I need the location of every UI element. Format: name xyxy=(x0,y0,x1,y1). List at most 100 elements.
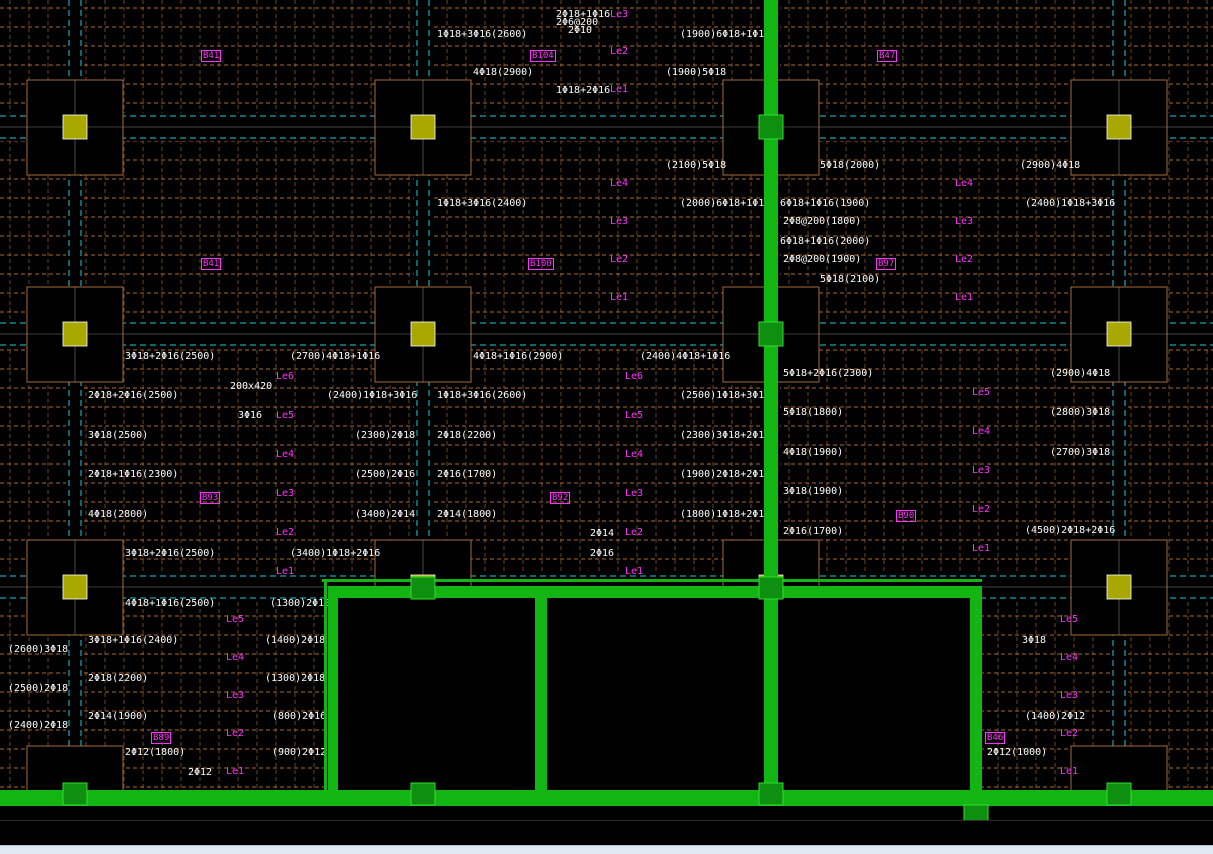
rebar-label[interactable]: (4500)2Φ18+2Φ16 xyxy=(1025,525,1116,536)
rebar-label[interactable]: 3Φ18+2Φ16(2500) xyxy=(125,351,216,362)
stirrup-mark: Le3 xyxy=(955,216,974,227)
rebar-label[interactable]: 2Φ18+1Φ16(2300) xyxy=(88,469,179,480)
rebar-label[interactable]: (3400)1Φ18+2Φ16 xyxy=(290,548,381,559)
rebar-label[interactable]: (2400)1Φ18+3Φ16 xyxy=(327,390,418,401)
rebar-label[interactable]: (2100)5Φ18 xyxy=(666,160,727,171)
selected-beam xyxy=(329,586,977,598)
rebar-label[interactable]: 3Φ16 xyxy=(238,410,263,421)
rebar-label[interactable]: 2Φ10 xyxy=(568,25,593,36)
beam-tag[interactable]: B97 xyxy=(876,258,897,270)
stirrup-mark: Le1 xyxy=(972,543,991,554)
rebar-label[interactable]: 2Φ8@200(1800) xyxy=(783,216,862,227)
rebar-label[interactable]: 5Φ18(2100) xyxy=(820,274,881,285)
rebar-label[interactable]: 5Φ18+2Φ16(2300) xyxy=(783,368,874,379)
stirrup-mark: Le6 xyxy=(625,371,644,382)
rebar-label[interactable]: (800)2Φ16 xyxy=(272,711,327,722)
grip-node xyxy=(963,804,989,820)
stirrup-mark: Le4 xyxy=(610,178,629,189)
rebar-label[interactable]: 3Φ18+2Φ16(2500) xyxy=(125,548,216,559)
rebar-label[interactable]: 4Φ18(2900) xyxy=(473,67,534,78)
rebar-label[interactable]: 2Φ18+2Φ16(2500) xyxy=(88,390,179,401)
rebar-label[interactable]: (2300)3Φ18+2Φ16 xyxy=(680,430,771,441)
rebar-label[interactable]: (2400)2Φ18 xyxy=(8,720,69,731)
stirrup-mark: Le4 xyxy=(1060,652,1079,663)
rebar-label[interactable]: (2300)2Φ18 xyxy=(355,430,416,441)
beam-tag[interactable]: B92 xyxy=(550,492,571,504)
beam-tag[interactable]: B89 xyxy=(151,732,172,744)
rebar-label[interactable]: (2700)3Φ18 xyxy=(1050,447,1111,458)
rebar-label[interactable]: (2800)3Φ18 xyxy=(1050,407,1111,418)
rebar-label[interactable]: 1Φ18+3Φ16(2600) xyxy=(437,390,528,401)
rebar-label[interactable]: 5Φ18(2000) xyxy=(820,160,881,171)
rebar-label[interactable]: (3400)2Φ14 xyxy=(355,509,416,520)
rebar-label[interactable]: 6Φ18+1Φ16(2000) xyxy=(780,236,871,247)
rebar-label[interactable]: (1400)2Φ12 xyxy=(1025,711,1086,722)
beam-tag[interactable]: B93 xyxy=(200,492,221,504)
column xyxy=(62,574,88,600)
rebar-label[interactable]: (2000)6Φ18+1Φ16 xyxy=(680,198,771,209)
rebar-label[interactable]: 2Φ6@200 xyxy=(556,17,599,28)
rebar-label[interactable]: 1Φ18+3Φ16(2400) xyxy=(437,198,528,209)
selected-beam xyxy=(322,579,982,582)
rebar-label[interactable]: (2700)4Φ18+1Φ16 xyxy=(290,351,381,362)
rebar-label[interactable]: 1Φ18+2Φ16 xyxy=(556,85,611,96)
rebar-label[interactable]: 2Φ12(1800) xyxy=(125,747,186,758)
rebar-label[interactable]: 3Φ18(2500) xyxy=(88,430,149,441)
rebar-label[interactable]: 2Φ18(2200) xyxy=(88,673,149,684)
beam-tag[interactable]: B41 xyxy=(201,50,222,62)
rebar-label[interactable]: 5Φ18(1800) xyxy=(783,407,844,418)
command-line[interactable] xyxy=(0,820,1213,846)
rebar-label[interactable]: 2Φ18+1Φ16 xyxy=(556,9,611,20)
rebar-label[interactable]: 4Φ18(2800) xyxy=(88,509,149,520)
rebar-label[interactable]: 2Φ14(1800) xyxy=(437,509,498,520)
stirrup-mark: Le6 xyxy=(276,371,295,382)
rebar-label[interactable]: (2900)4Φ18 xyxy=(1050,368,1111,379)
rebar-label[interactable]: 3Φ18(1900) xyxy=(783,486,844,497)
rebar-label[interactable]: (2500)2Φ16 xyxy=(355,469,416,480)
stirrup-mark: Le1 xyxy=(1060,766,1079,777)
grip-node xyxy=(758,114,784,140)
rebar-label[interactable]: (2500)1Φ18+3Φ16 xyxy=(680,390,771,401)
beam-tag[interactable]: B47 xyxy=(877,50,898,62)
stirrup-mark: Le1 xyxy=(276,566,295,577)
rebar-label[interactable]: 2Φ14 xyxy=(590,528,615,539)
rebar-label[interactable]: (1900)6Φ18+1Φ16 xyxy=(680,29,771,40)
rebar-label[interactable]: 4Φ18+1Φ16(2500) xyxy=(125,598,216,609)
beam-tag[interactable]: B100 xyxy=(528,258,554,270)
column xyxy=(1106,321,1132,347)
beam-tag[interactable]: B90 xyxy=(896,510,917,522)
beam-tag[interactable]: B104 xyxy=(530,50,556,62)
rebar-label[interactable]: 2Φ16 xyxy=(590,548,615,559)
rebar-label[interactable]: (2500)2Φ18 xyxy=(8,683,69,694)
rebar-label[interactable]: 4Φ18(1900) xyxy=(783,447,844,458)
rebar-label[interactable]: (1300)2Φ18 xyxy=(265,673,326,684)
rebar-label[interactable]: (2400)4Φ18+1Φ16 xyxy=(640,351,731,362)
rebar-label[interactable]: 6Φ18+1Φ16(1900) xyxy=(780,198,871,209)
rebar-label[interactable]: 2Φ12(1000) xyxy=(987,747,1048,758)
rebar-label[interactable]: (1900)2Φ18+2Φ16 xyxy=(680,469,771,480)
rebar-label[interactable]: 200x420 xyxy=(230,381,273,392)
rebar-label[interactable]: 1Φ18+3Φ16(2600) xyxy=(437,29,528,40)
rebar-label[interactable]: (2400)1Φ18+3Φ16 xyxy=(1025,198,1116,209)
beam-tag[interactable]: B41 xyxy=(201,258,222,270)
rebar-label[interactable]: (2900)4Φ18 xyxy=(1020,160,1081,171)
rebar-label[interactable]: (900)2Φ12 xyxy=(272,747,327,758)
rebar-label[interactable]: 2Φ12 xyxy=(188,767,213,778)
rebar-label[interactable]: 3Φ18 xyxy=(1022,635,1047,646)
rebar-label[interactable]: 4Φ18+1Φ16(2900) xyxy=(473,351,564,362)
rebar-label[interactable]: 3Φ18+1Φ16(2400) xyxy=(88,635,179,646)
rebar-label[interactable]: (1300)2Φ18 xyxy=(270,598,331,609)
rebar-label[interactable]: (1800)1Φ18+2Φ16 xyxy=(680,509,771,520)
column xyxy=(62,321,88,347)
stirrup-mark: Le3 xyxy=(972,465,991,476)
beam-tag[interactable]: B46 xyxy=(985,732,1006,744)
rebar-label[interactable]: 2Φ16(1700) xyxy=(437,469,498,480)
rebar-label[interactable]: 2Φ18(2200) xyxy=(437,430,498,441)
rebar-label[interactable]: 2Φ16(1700) xyxy=(783,526,844,537)
rebar-label[interactable]: 2Φ14(1900) xyxy=(88,711,149,722)
rebar-label[interactable]: (2600)3Φ18 xyxy=(8,644,69,655)
rebar-label[interactable]: 2Φ8@200(1900) xyxy=(783,254,862,265)
rebar-label[interactable]: (1900)5Φ18 xyxy=(666,67,727,78)
rebar-label[interactable]: (1400)2Φ18 xyxy=(265,635,326,646)
